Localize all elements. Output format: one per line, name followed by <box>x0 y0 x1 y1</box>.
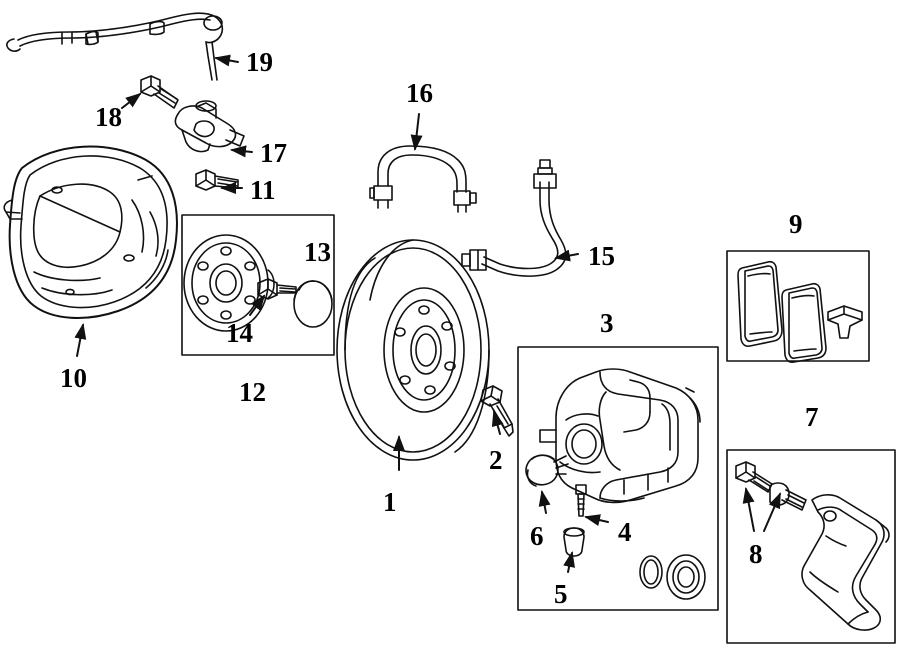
part-bleeder-screw-4 <box>575 484 587 517</box>
callout-15: 15 <box>588 241 615 271</box>
hub-assembly-box <box>181 214 335 356</box>
callout-1: 1 <box>383 487 397 517</box>
part-guide-pin-bolts-8 <box>735 461 807 511</box>
callout-10: 10 <box>60 363 87 393</box>
part-caliper-seal-ring <box>639 554 706 600</box>
caliper-bracket-box <box>726 449 896 644</box>
callout-11: 11 <box>250 175 276 205</box>
brake-pads-box <box>726 250 870 362</box>
part-sensor-bolt-18 <box>140 75 179 109</box>
part-dust-shield <box>3 145 178 319</box>
callout-5: 5 <box>554 579 568 609</box>
callout-7: 7 <box>805 402 819 432</box>
part-brake-caliper <box>539 368 701 504</box>
part-brake-line-16 <box>369 145 477 213</box>
callout-2: 2 <box>489 445 503 475</box>
part-brake-hose-15 <box>461 159 567 277</box>
callout-14: 14 <box>226 318 253 348</box>
callout-9: 9 <box>789 209 803 239</box>
part-hub-cap-13 <box>293 280 333 328</box>
callout-13: 13 <box>304 237 331 267</box>
callout-12: 12 <box>239 377 266 407</box>
part-brake-rotor <box>336 239 490 461</box>
part-bleeder-cap-5 <box>563 527 585 557</box>
caliper-box <box>517 346 719 611</box>
callout-4: 4 <box>618 517 632 547</box>
part-abs-speed-sensor <box>174 100 245 153</box>
callout-17: 17 <box>260 138 287 168</box>
callout-19: 19 <box>246 47 273 77</box>
callout-8: 8 <box>749 539 763 569</box>
arrows <box>74 54 781 573</box>
part-abs-harness <box>6 12 224 81</box>
callout-3: 3 <box>600 308 614 338</box>
part-caliper-bracket <box>801 494 890 631</box>
part-spring-clip-6 <box>525 454 569 487</box>
callout-18: 18 <box>95 102 122 132</box>
part-brake-pads <box>737 260 863 363</box>
part-wheel-hub <box>183 234 275 332</box>
callout-16: 16 <box>406 78 433 108</box>
callout-6: 6 <box>530 521 544 551</box>
